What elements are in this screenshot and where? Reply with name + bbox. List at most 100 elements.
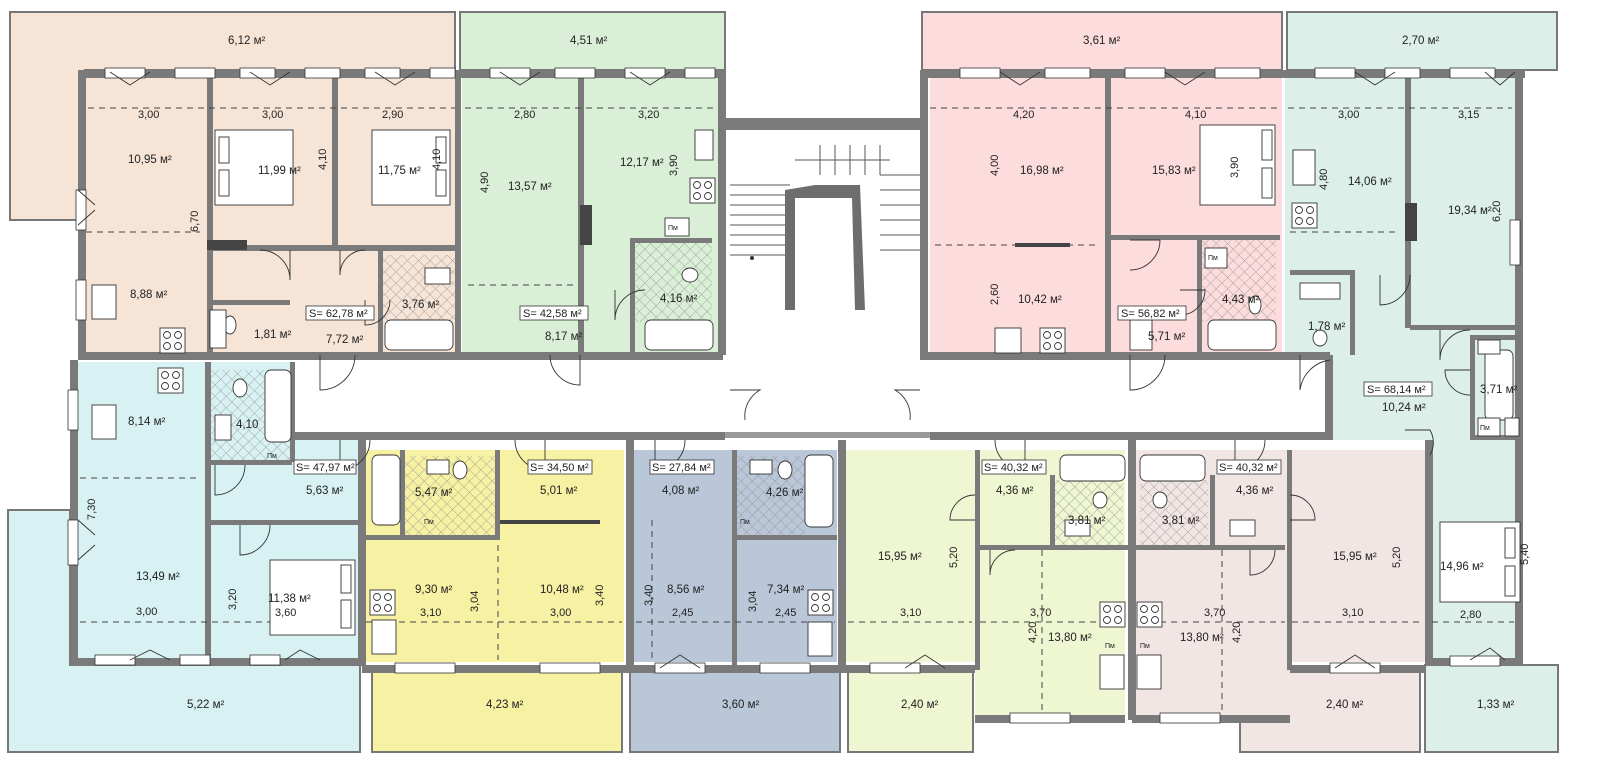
dimension-label: 4,20 [1013, 109, 1034, 121]
room-area-label: 4,26 м² [766, 487, 803, 499]
room-area-label: 7,34 м² [767, 584, 804, 596]
balcony-area-label: 2,40 м² [901, 699, 938, 711]
windows [67, 67, 1521, 724]
stove-icon [689, 177, 716, 204]
dimension-label: 3,20 [638, 109, 659, 121]
dimension-label: 3,00 [138, 109, 159, 121]
fixture-labels: Пм Пм Пм Пм Пм Пм Пм Пм [267, 225, 1490, 650]
bathtub-icon [1139, 454, 1206, 482]
room-area-label: 4,36 м² [996, 485, 1033, 497]
balcony-area-label: 4,23 м² [486, 699, 523, 711]
dimension-label: 4,20 [1231, 622, 1243, 643]
room-area-label: 11,38 м² [268, 593, 311, 605]
apartment-5-labels: 8,14 м² 4,10 5,63 м² 13,49 м² 11,38 м² S… [86, 416, 357, 619]
apartment-total-area: S= 62,78 м² [309, 308, 368, 320]
balcony-labels: 6,12 м² 4,51 м² 3,61 м² 2,70 м² 5,22 м² … [187, 35, 1514, 711]
room-area-label: 5,63 м² [306, 485, 343, 497]
room-area-label: 13,80 м² [1180, 632, 1224, 644]
balcony-area-label: 5,22 м² [187, 699, 224, 711]
stove-icon [159, 327, 186, 354]
balcony-area-label: 3,61 м² [1083, 35, 1120, 47]
bathtub-icon [384, 319, 454, 351]
fixture-label: Пм [668, 225, 678, 232]
room-area-label: 5,01 м² [540, 485, 577, 497]
dimension-label: 3,10 [1342, 607, 1363, 619]
balcony-top-4 [1286, 11, 1558, 71]
room-area-label: 13,57 м² [508, 181, 552, 193]
dimension-label: 2,60 [989, 284, 1001, 305]
dimension-label: 2,45 [775, 607, 796, 619]
dimension-label: 4,10 [1185, 109, 1206, 121]
bathtub-icon [371, 454, 401, 526]
tile-a2 [630, 240, 712, 322]
dimension-label: 3,00 [136, 606, 157, 618]
room-area-label: 12,17 м² [620, 157, 664, 169]
apartment-3-labels: 16,98 м² 15,83 м² 10,42 м² 4,43 м² 5,71 … [989, 109, 1259, 343]
dimension-label: 5,20 [948, 547, 960, 568]
fixture-label: Пм [1208, 255, 1218, 262]
fixture-label: Пм [267, 453, 277, 460]
dimension-label: 3,00 [1338, 109, 1359, 121]
fixture-label: Пм [740, 519, 750, 526]
apartment-total-area: S= 68,14 м² [1367, 384, 1426, 396]
dimension-label: 2,90 [382, 109, 403, 121]
stove-icon [1291, 202, 1318, 229]
room-area-label: 1,81 м² [254, 329, 291, 341]
apartment-total-area: S= 40,32 м² [984, 462, 1043, 474]
dimension-label: 4,10 [431, 149, 443, 170]
room-area-label: 5,71 м² [1148, 331, 1185, 343]
room-area-label: 10,48 м² [540, 584, 584, 596]
fixture-label: Пм [1140, 643, 1150, 650]
apartment-2-labels: 13,57 м² 12,17 м² 4,16 м² 8,17 м² S= 42,… [479, 109, 697, 343]
tile-a1 [382, 255, 457, 325]
dimension-label: 3,40 [643, 585, 655, 606]
apartment-9-labels: 3,81 м² 4,36 м² 13,80 м² 15,95 м² S= 40,… [1162, 459, 1403, 644]
room-area-label: 4,36 м² [1236, 485, 1273, 497]
dimension-label: 3,00 [262, 109, 283, 121]
room-area-label: 4,43 м² [1222, 294, 1259, 306]
room-area-label: 3,81 м² [1162, 515, 1199, 527]
apartment-1-labels: 10,95 м² 11,99 м² 11,75 м² 8,88 м² 3,76 … [128, 109, 443, 346]
apartment-total-area: S= 34,50 м² [530, 462, 589, 474]
room-area-label: 7,72 м² [326, 334, 363, 346]
room-area-label: 8,17 м² [545, 331, 582, 343]
fixture-label: Пм [424, 519, 434, 526]
balcony-area-label: 4,51 м² [570, 35, 607, 47]
room-area-label: 14,06 м² [1348, 176, 1392, 188]
room-area-label: 4,08 м² [662, 485, 699, 497]
apartment-total-area: S= 56,82 м² [1121, 308, 1180, 320]
room-area-label: 14,96 м² [1440, 561, 1484, 573]
room-area-label: 1,78 м² [1308, 321, 1345, 333]
balcony-area-label: 6,12 м² [228, 35, 265, 47]
bathtub-icon [804, 454, 834, 528]
room-area-label: 8,14 м² [128, 416, 165, 428]
room-area-label: 3,71 м² [1480, 384, 1517, 396]
dimension-label: 4,10 [317, 149, 329, 170]
apartment-6-labels: 5,47 м² 5,01 м² 9,30 м² 10,48 м² S= 34,5… [415, 459, 606, 619]
room-area-label: 10,42 м² [1018, 294, 1062, 306]
balcony-bottom-4 [847, 671, 974, 753]
room-area-label: 16,98 м² [1020, 165, 1064, 177]
dimension-label: 3,70 [1204, 607, 1225, 619]
apt-4-fill [1285, 75, 1520, 660]
apartment-total-area: S= 47,97 м² [296, 462, 355, 474]
room-area-label: 9,30 м² [415, 584, 452, 596]
balcony-area-label: 1,33 м² [1477, 699, 1514, 711]
dimension-label: 3,15 [1458, 109, 1479, 121]
bathtub-icon [644, 319, 714, 351]
bathtub-icon [264, 369, 292, 443]
room-area-label: 4,16 м² [660, 293, 697, 305]
dimension-label: 3,90 [1229, 157, 1241, 178]
balcony-area-label: 2,40 м² [1326, 699, 1363, 711]
apartment-total-area: S= 27,84 м² [652, 462, 711, 474]
room-area-label: 10,95 м² [128, 154, 172, 166]
fixtures [91, 124, 1521, 690]
room-area-label: 5,47 м² [415, 487, 452, 499]
room-area-label: 4,10 [236, 419, 258, 431]
dimension-label: 3,10 [900, 607, 921, 619]
dimension-label: 3,04 [747, 591, 759, 612]
room-area-label: 15,83 м² [1152, 165, 1196, 177]
room-area-label: 19,34 м² [1448, 205, 1492, 217]
dimension-label: 3,20 [227, 589, 239, 610]
apartment-total-area: S= 42,58 м² [523, 308, 582, 320]
